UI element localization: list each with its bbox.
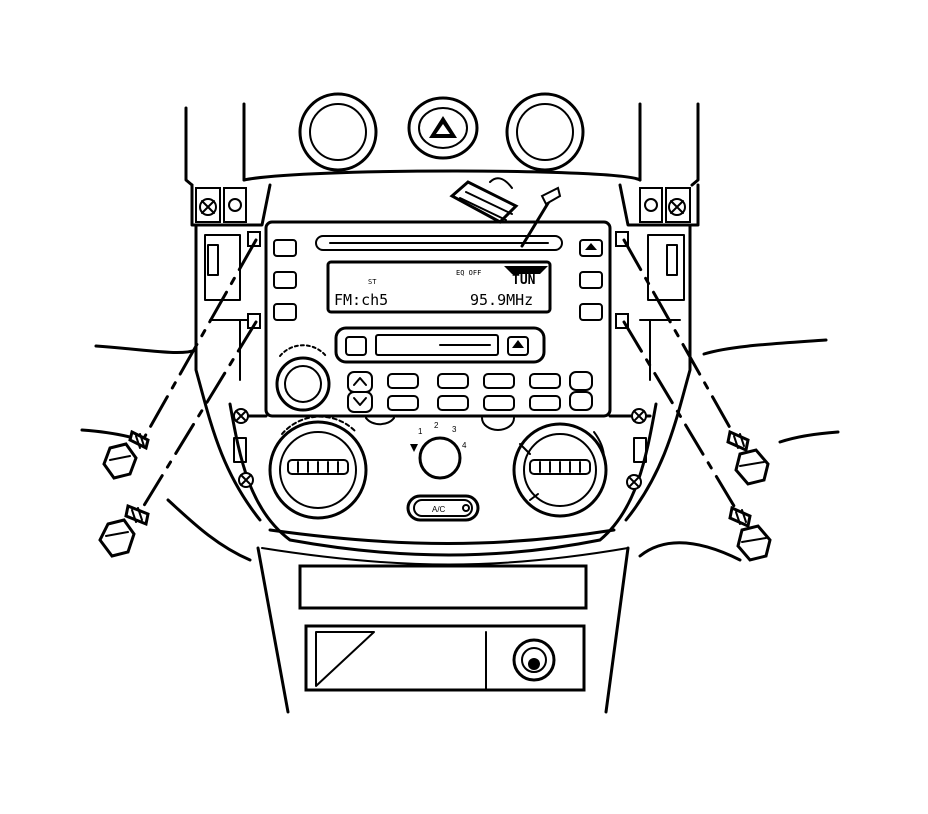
fan-speed-1: 1 — [418, 427, 423, 436]
preset-button-a[interactable] — [387, 373, 419, 389]
screw-lower-left — [98, 320, 258, 558]
radio-head-unit: ST EQ OFF TUN FM:ch5 95.9MHz — [247, 220, 629, 418]
lcd-display — [326, 260, 552, 314]
wiring-harness-connector — [449, 180, 519, 224]
seek-up-button[interactable] — [347, 371, 373, 393]
lcd-stereo: ST — [368, 278, 377, 286]
top-controls — [298, 92, 585, 172]
screw-head-lower-right — [736, 524, 772, 562]
screw-upper-right — [622, 238, 770, 486]
cassette-button-left[interactable] — [345, 336, 367, 356]
ac-button-label: A/C — [432, 505, 446, 514]
fan-speed-dial[interactable] — [418, 436, 462, 480]
radio-right-button-2[interactable] — [579, 271, 603, 289]
bracket-screw-right — [668, 198, 686, 216]
lcd-tune: TUN — [512, 273, 536, 288]
cassette-door — [375, 334, 499, 356]
radio-left-button-3[interactable] — [273, 303, 297, 321]
preset-button-b[interactable] — [387, 395, 419, 411]
left-vent-knob — [298, 92, 378, 172]
fan-speed-3: 3 — [452, 425, 457, 434]
lcd-band-channel: FM:ch5 — [334, 291, 388, 309]
screw-head-upper-right — [734, 448, 770, 486]
preset-button-1[interactable] — [437, 373, 469, 389]
right-vent-knob — [505, 92, 585, 172]
radio-left-button-1[interactable] — [273, 239, 297, 257]
preset-button-4[interactable] — [437, 395, 469, 411]
preset-button-6[interactable] — [529, 395, 561, 411]
storage-tray — [298, 564, 588, 610]
preset-button-2[interactable] — [483, 373, 515, 389]
lcd-frequency: 95.9MHz — [470, 291, 533, 309]
eject-icon — [585, 243, 597, 250]
hvac-panel: 1 2 3 4 A/C — [228, 402, 658, 566]
preset-button-5[interactable] — [483, 395, 515, 411]
screw-lower-right — [622, 320, 772, 562]
fan-speed-2: 2 — [434, 421, 439, 430]
hvac-screw-right — [626, 408, 647, 490]
bracket-screw-left — [199, 198, 217, 216]
radio-band-button[interactable] — [569, 391, 593, 411]
radio-mode-button[interactable] — [569, 371, 593, 391]
signal-strength-icon — [504, 266, 548, 274]
ac-indicator-icon — [462, 504, 470, 512]
power-outlet — [512, 638, 556, 682]
lcd-eq: EQ OFF — [456, 269, 481, 277]
radio-right-button-3[interactable] — [579, 303, 603, 321]
upper-dash-bezel — [184, 102, 700, 187]
fan-speed-4: 4 — [462, 441, 467, 450]
screw-head-upper-left — [102, 442, 138, 480]
fan-off-icon — [410, 444, 418, 452]
console-frame — [190, 183, 700, 522]
seek-down-button[interactable] — [347, 391, 373, 413]
ac-button[interactable] — [406, 494, 480, 522]
hvac-screw-left — [233, 408, 254, 488]
lower-console — [256, 546, 630, 714]
radio-left-button-2[interactable] — [273, 271, 297, 289]
screw-upper-left — [102, 238, 258, 480]
preset-button-3[interactable] — [529, 373, 561, 389]
radio-connectors — [449, 177, 562, 248]
screw-head-lower-left — [98, 518, 136, 558]
